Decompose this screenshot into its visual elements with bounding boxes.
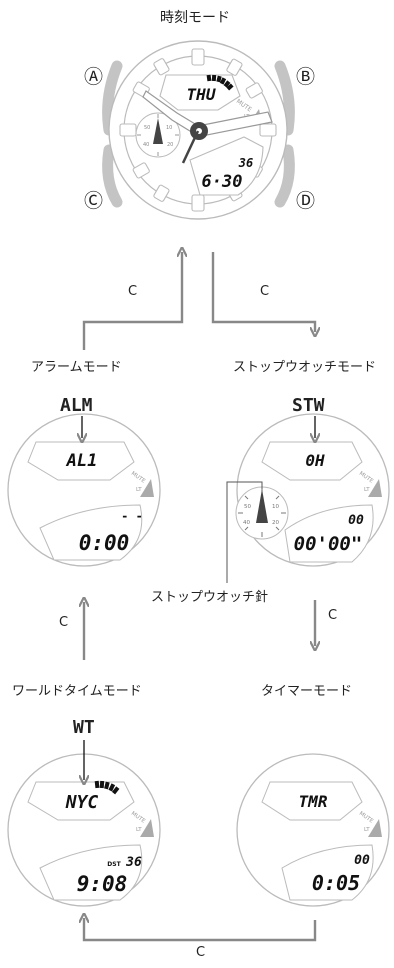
stopwatch-watch: MUTE LT 50 10 40 20 0H 00 00'00": [226, 413, 390, 583]
stopwatch-dial-50: 50: [244, 504, 251, 510]
alarm-triangle: [140, 479, 154, 497]
button-a-shape: [102, 60, 123, 136]
stopwatch-dial-10: 10: [272, 504, 279, 510]
stopwatch-dial-40: 40: [243, 520, 250, 526]
button-d-shape: [274, 144, 295, 208]
timer-upper-window: [261, 781, 363, 821]
timer-triangle: [368, 819, 382, 837]
stopwatch-upper-window: [261, 441, 363, 481]
timer-watch: MUTE LT TMR 00 0:05: [236, 753, 390, 907]
small-dial-10: 10: [166, 125, 172, 131]
worldtime-seconds: 36: [125, 855, 142, 870]
worldtime-segment-bar: [94, 780, 120, 795]
alarm-lower-window: [39, 504, 143, 561]
arrow-c-label-5: C: [196, 945, 206, 960]
stopwatch-code: STW: [292, 395, 325, 416]
alarm-mode-label: アラームモード: [31, 360, 122, 375]
worldtime-upper-window: [27, 781, 135, 821]
button-c-label: Ⓒ: [84, 190, 104, 212]
worldtime-mode-label: ワールドタイムモード: [12, 684, 142, 699]
arrow-c-label-3: C: [59, 615, 69, 630]
stopwatch-display: 0H: [305, 451, 325, 470]
button-b-label: Ⓑ: [296, 66, 316, 88]
alarm-dashes: - -: [121, 509, 143, 523]
arrow-c-label-2: C: [260, 284, 270, 299]
worldtime-lower-window: [39, 844, 143, 901]
worldtime-display: NYC: [65, 792, 99, 813]
flow-arrow-time-to-stopwatch: [211, 252, 315, 332]
button-b-shape: [274, 60, 295, 136]
button-a-label: Ⓐ: [84, 66, 104, 88]
worldtime-lt-indicator: LT: [136, 827, 142, 833]
worldtime-triangle: [140, 819, 154, 837]
timer-display: TMR: [299, 792, 328, 811]
worldtime-code: WT: [73, 717, 95, 738]
segment-bar: [206, 74, 234, 91]
stopwatch-triangle: [368, 479, 382, 497]
alarm-lt-indicator: LT: [136, 487, 142, 493]
timer-mode-label: タイマーモード: [261, 684, 353, 699]
day-display: THU: [187, 85, 216, 104]
worldtime-dst: DST: [107, 861, 121, 868]
alarm-display: AL1: [66, 451, 98, 471]
worldtime-watch: MUTE LT NYC DST 36 9:08: [7, 753, 161, 907]
time-mode-title: 時刻モード: [160, 10, 230, 26]
arrow-c-label-4: C: [328, 608, 338, 623]
stopwatch-lt-indicator: LT: [364, 487, 370, 493]
timer-hundredths: 00: [354, 853, 370, 868]
flow-arrow-alarm-to-time: [82, 252, 182, 350]
alarm-watch: MUTE LT AL1 - - 0:00: [7, 413, 161, 567]
lower-lcd-window: [189, 136, 264, 196]
upper-lcd-window: [159, 74, 241, 111]
main-watch: MUTE LT 50 10 40 20 THU 36 6·30: [102, 40, 295, 220]
stopwatch-mode-label: ストップウオッチモード: [233, 360, 377, 375]
small-dial-40: 40: [143, 142, 149, 148]
second-hand: [181, 130, 200, 164]
small-dial-ticks: [137, 114, 179, 156]
stopwatch-hundredths: 00: [348, 513, 364, 528]
timer-lt-indicator: LT: [364, 827, 370, 833]
button-d-label: Ⓓ: [296, 190, 316, 212]
stopwatch-lower-window: [284, 504, 374, 563]
small-dial-50: 50: [144, 125, 150, 131]
date-display: 6·30: [202, 172, 243, 192]
stopwatch-time: 00'00": [294, 533, 363, 555]
stopwatch-dial-20: 20: [272, 520, 279, 526]
seconds-display: 36: [238, 156, 253, 170]
flow-arrow-timer-to-worldtime: [84, 918, 317, 942]
alarm-time: 0:00: [79, 531, 130, 555]
alarm-code: ALM: [60, 395, 93, 416]
stopwatch-hand-leader: [226, 481, 263, 583]
worldtime-time: 9:08: [77, 872, 128, 896]
timer-time: 0:05: [312, 871, 360, 895]
small-dial-20: 20: [167, 142, 173, 148]
timer-lower-window: [281, 844, 374, 901]
alarm-upper-window: [27, 441, 135, 481]
button-c-shape: [102, 144, 123, 208]
arrow-c-label-1: C: [128, 284, 138, 299]
stopwatch-hand-label: ストップウオッチ針: [151, 590, 269, 605]
